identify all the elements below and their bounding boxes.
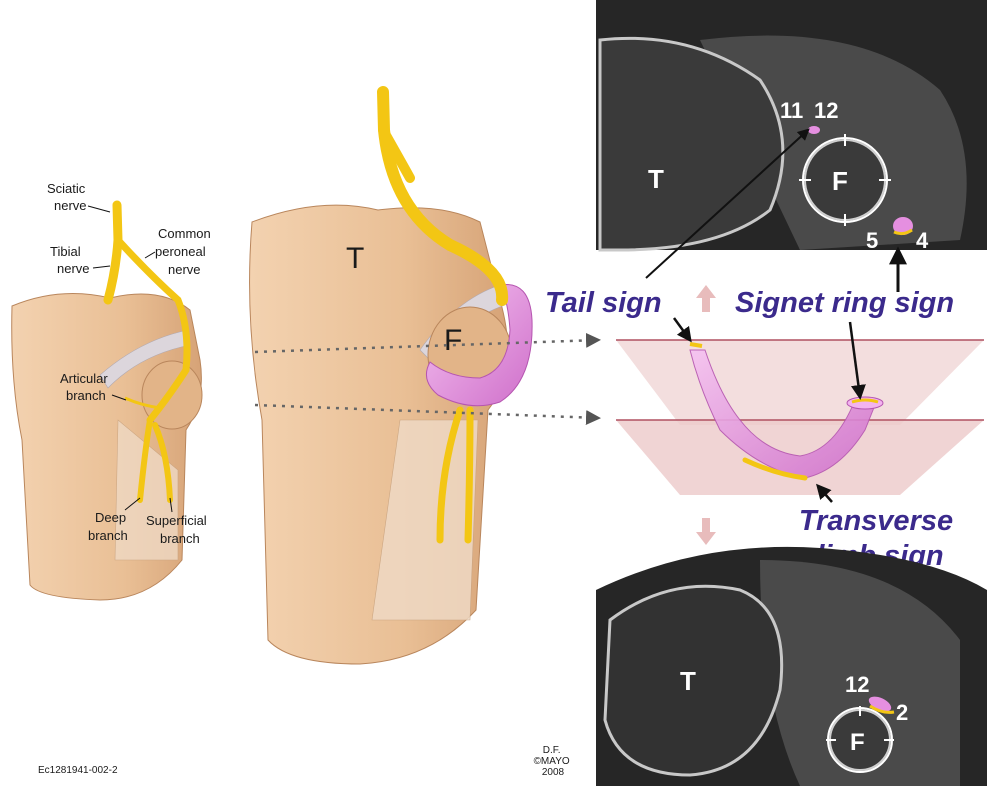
middle-tibia-label: T [346,242,364,275]
common-peroneal-label: Common peroneal nerve [155,226,214,277]
tibial-label: Tibial nerve [50,244,90,276]
tail-sign-label: Tail sign [545,287,662,319]
signet-ring-sign-label: Signet ring sign [735,287,954,319]
mri-top-clock-4: 4 [916,228,929,253]
sciatic-leader [88,206,110,212]
slice-plane-upper [616,340,984,425]
mri-bottom-panel: T F 12 2 [596,547,987,786]
up-arrow [696,285,716,312]
mri-bottom-clock-2: 2 [896,700,908,725]
sciatic-nerve-path [108,205,118,300]
mri-bottom-fibula-label: F [850,729,865,756]
figure-code: Ec1281941-002-2 [38,765,118,776]
mri-bottom-clock-12: 12 [845,672,869,697]
middle-nerve-lower-2 [468,410,470,540]
tibial-leader [93,266,110,268]
mri-top-tibia-label: T [648,164,664,194]
common-peroneal-leader [145,252,155,258]
mri-top-clock-11: 11 [780,98,803,123]
down-arrow [696,518,716,545]
left-knee-illustration: Sciatic nerve Tibial nerve Common perone… [12,181,215,600]
mri-top-clock-12: 12 [814,98,838,123]
mri-top-cyst-tail [808,126,820,134]
middle-knee-illustration: T F [250,92,533,664]
credit-label: D.F. ©MAYO 2008 [534,745,573,778]
mri-top-fibula-label: F [832,166,848,196]
sciatic-label: Sciatic nerve [47,181,89,213]
mri-top-clock-5: 5 [866,228,878,253]
tail-sign-arrow-short [674,318,690,340]
mri-bottom-tibia-label: T [680,666,696,696]
middle-fibula-label: F [444,324,462,357]
schematic-nerve-tail [690,344,702,346]
